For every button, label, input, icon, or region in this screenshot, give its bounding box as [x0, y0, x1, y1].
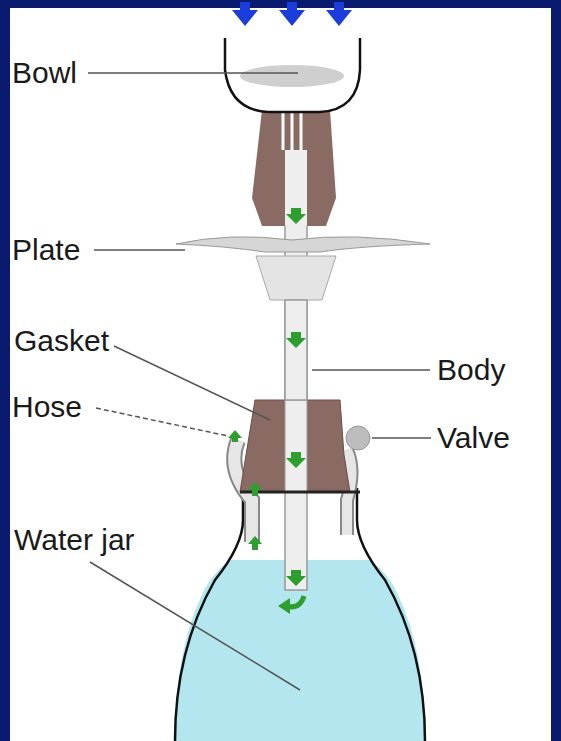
bubble-arrow-head [278, 598, 290, 614]
bowl [225, 38, 360, 112]
part-label: Water jar [14, 523, 135, 557]
part-label: Body [437, 353, 505, 387]
air-arrows [232, 2, 352, 26]
part-label: Gasket [14, 324, 109, 358]
leader-lines [88, 73, 431, 690]
white-ground [10, 8, 551, 741]
part-label: Valve [437, 421, 510, 455]
body-upper [285, 300, 307, 400]
part-label: Plate [12, 233, 80, 267]
body-through-gasket [285, 400, 307, 492]
stem-holes [283, 112, 301, 150]
bowl-stem [252, 110, 336, 226]
plate [176, 237, 430, 252]
plate-cone [256, 256, 336, 300]
smoke-flow-arrows [228, 208, 306, 586]
stem-channel [285, 150, 307, 226]
part-label: Bowl [12, 56, 77, 90]
bowl-tobacco [240, 65, 344, 87]
part-label: Hose [12, 390, 82, 424]
valve [346, 426, 370, 450]
